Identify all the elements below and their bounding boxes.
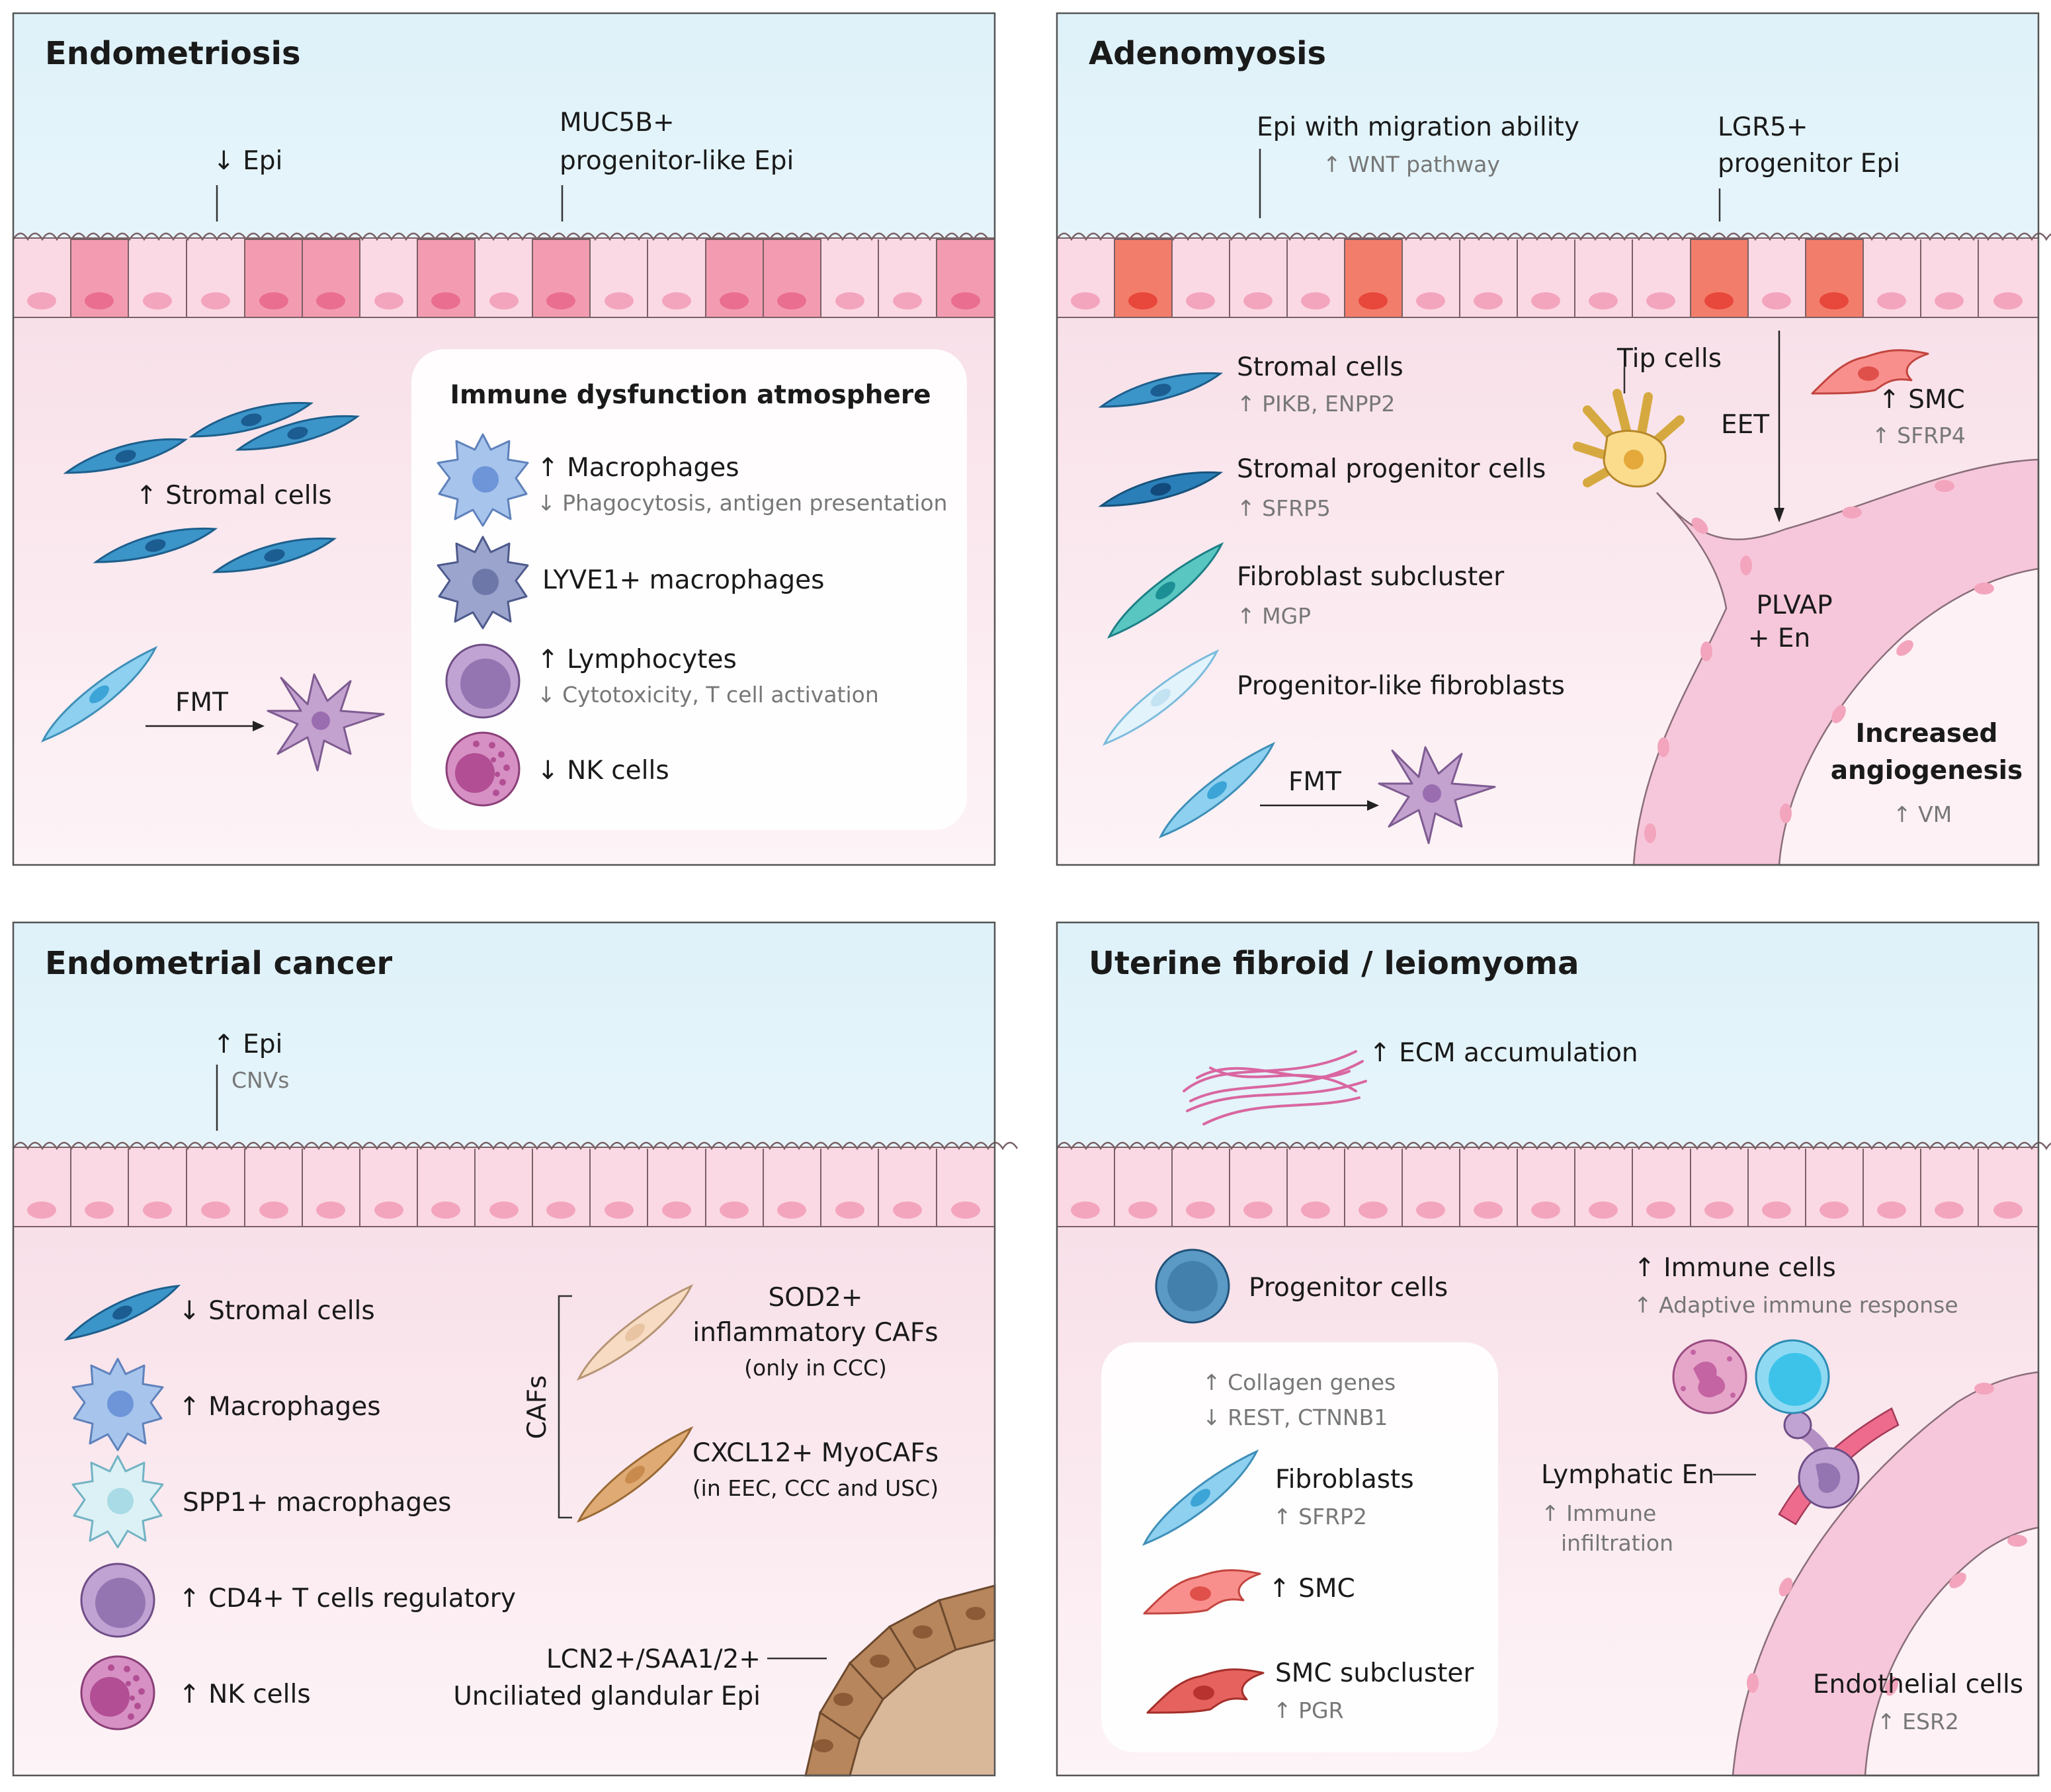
collagen-label: ↑ Collagen genes <box>1202 1369 1396 1395</box>
panel-endometrial-cancer: Endometrial cancer ↑ Epi CNVs ↓ Stromal … <box>12 921 1019 1777</box>
cnvs-label: CNVs <box>231 1067 290 1093</box>
lymphocytes-sub: ↓ Cytotoxicity, T cell activation <box>537 682 879 708</box>
fibroblast-subcluster-sub: ↑ MGP <box>1237 603 1311 629</box>
cafs-label: CAFs <box>523 1375 552 1440</box>
macrophages-label: ↑ Macrophages <box>179 1392 381 1422</box>
panel-adenomyosis: Adenomyosis Epi with migration ability ↑… <box>1056 12 2051 866</box>
immune-cells-sub: ↑ Adaptive immune response <box>1634 1292 1958 1318</box>
epithelium-layer <box>1056 1141 2051 1227</box>
infiltration-label-2: infiltration <box>1561 1530 1673 1556</box>
fibroblast-subcluster-label: Fibroblast subcluster <box>1237 562 1505 592</box>
panel-uterine-fibroid: Uterine fibroid / leiomyoma ↑ ECM accumu… <box>1056 921 2051 1777</box>
esr2-label: ↑ ESR2 <box>1877 1709 1959 1734</box>
immune-cells-label: ↑ Immune cells <box>1634 1253 1836 1283</box>
lgr5-label-2: progenitor Epi <box>1718 149 1900 179</box>
panel-title: Uterine fibroid / leiomyoma <box>1089 945 1579 982</box>
eet-label: EET <box>1721 410 1769 440</box>
fmt-label: FMT <box>1288 767 1341 797</box>
ecm-fibers <box>1183 1050 1367 1125</box>
lymphocyte-cell <box>1755 1339 1830 1414</box>
stromal-label: Stromal cells <box>1237 352 1403 382</box>
infiltrating-immune-cell <box>1783 1410 1860 1509</box>
blood-vessel <box>1632 458 2040 866</box>
spp1-label: SPP1+ macrophages <box>183 1488 452 1518</box>
stromal-sub: ↑ PIKB, ENPP2 <box>1237 391 1395 417</box>
myocaf-cell <box>576 1426 694 1523</box>
tip-cell <box>1573 389 1685 488</box>
lgr5-label-1: LGR5+ <box>1718 112 1808 142</box>
endothelial-label: Endothelial cells <box>1813 1670 2023 1699</box>
sod2-label-3: (only in CCC) <box>744 1355 887 1381</box>
cxcl12-label-1: CXCL12+ MyoCAFs <box>692 1438 939 1468</box>
stromal-progenitor-sub: ↑ SFRP5 <box>1237 495 1331 521</box>
wnt-label: ↑ WNT pathway <box>1323 151 1500 177</box>
sod2-label-2: inflammatory CAFs <box>692 1318 938 1348</box>
fibroblasts-sub: ↑ SFRP2 <box>1273 1504 1367 1529</box>
infiltration-label-1: ↑ Immune <box>1541 1500 1656 1526</box>
stromal-progenitor-label: Stromal progenitor cells <box>1237 454 1546 484</box>
lcn2-label-1: LCN2+/SAA1/2+ <box>546 1645 761 1674</box>
vm-label: ↑ VM <box>1893 801 1952 827</box>
macrophages-label: ↑ Macrophages <box>537 453 739 483</box>
progenitor-label: Progenitor cells <box>1249 1273 1448 1303</box>
nk-label: ↑ NK cells <box>179 1680 311 1709</box>
epi-label: ↓ Epi <box>213 146 282 176</box>
cd4-t-cell <box>80 1563 155 1638</box>
plvap-label-2: + En <box>1748 624 1810 653</box>
rest-label: ↓ REST, CTNNB1 <box>1202 1405 1388 1430</box>
cd4-label: ↑ CD4+ T cells regulatory <box>179 1584 516 1613</box>
glandular-epithelium <box>804 1584 996 1777</box>
immune-dysfunction-box: Immune dysfunction atmosphere ↑ Macropha… <box>411 349 967 830</box>
fmt-label: FMT <box>175 688 228 717</box>
epithelium-layer <box>12 232 995 318</box>
smc-sub: ↑ SFRP4 <box>1872 423 1966 448</box>
cxcl12-label-2: (in EEC, CCC and USC) <box>692 1475 939 1501</box>
panel-title: Endometriosis <box>45 35 301 72</box>
nk-cell <box>80 1655 155 1731</box>
smc-label: ↑ SMC <box>1878 385 1965 415</box>
nk-cell <box>445 731 521 807</box>
angiogenesis-label-2: angiogenesis <box>1831 756 2023 786</box>
lymphocyte-cell <box>445 643 521 719</box>
muc5b-label-2: progenitor-like Epi <box>560 146 794 176</box>
lymphatic-label: Lymphatic En <box>1541 1460 1714 1490</box>
nk-label: ↓ NK cells <box>537 756 669 786</box>
lymphocytes-label: ↑ Lymphocytes <box>537 645 737 674</box>
fibroblasts-label: Fibroblasts <box>1275 1465 1414 1494</box>
stromal-label: ↑ Stromal cells <box>136 481 332 510</box>
pgr-label: ↑ PGR <box>1273 1697 1344 1723</box>
tip-cells-label: Tip cells <box>1616 344 1722 374</box>
muc5b-label-1: MUC5B+ <box>560 108 675 138</box>
macrophages-sub: ↓ Phagocytosis, antigen presentation <box>537 490 947 516</box>
panel-endometriosis: Endometriosis ↓ Epi MUC5B+ progenitor-li… <box>12 12 996 866</box>
progenitor-cell <box>1155 1248 1230 1324</box>
progenitor-fibroblast-label: Progenitor-like fibroblasts <box>1237 671 1565 701</box>
panel-title: Adenomyosis <box>1089 35 1326 72</box>
stromal-label: ↓ Stromal cells <box>179 1296 375 1326</box>
epi-migration-label: Epi with migration ability <box>1257 112 1579 142</box>
ecm-label: ↑ ECM accumulation <box>1369 1038 1638 1068</box>
inflammatory-caf-cell <box>576 1283 694 1381</box>
panel-title: Endometrial cancer <box>45 945 393 982</box>
immune-box-title: Immune dysfunction atmosphere <box>450 380 931 410</box>
plvap-label-1: PLVAP <box>1756 591 1832 620</box>
epithelium-layer <box>1056 232 2051 318</box>
fibroid-box: ↑ Collagen genes ↓ REST, CTNNB1 Fibrobla… <box>1101 1342 1498 1752</box>
sod2-label-1: SOD2+ <box>769 1283 863 1313</box>
granulocyte-cell <box>1672 1339 1747 1414</box>
epi-label: ↑ Epi <box>213 1030 282 1059</box>
smc-label: ↑ SMC <box>1269 1574 1355 1604</box>
lcn2-label-2: Unciliated glandular Epi <box>453 1682 761 1711</box>
epithelium-layer <box>12 1141 1019 1227</box>
lyve1-label: LYVE1+ macrophages <box>542 565 824 595</box>
angiogenesis-label-1: Increased <box>1856 719 1998 749</box>
smc-subcluster-label: SMC subcluster <box>1275 1658 1474 1688</box>
